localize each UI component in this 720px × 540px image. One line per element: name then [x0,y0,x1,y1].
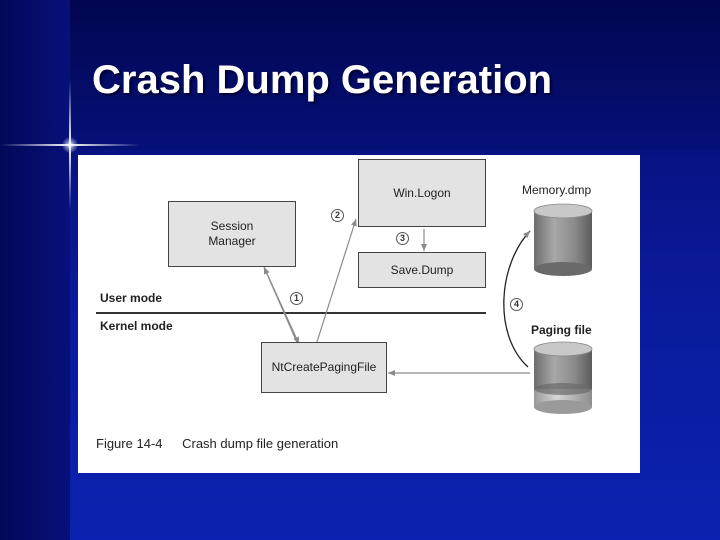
ntcreatepagingfile-label: NtCreatePagingFile [271,360,377,374]
arrow-ntcreate-to-winlogon [315,218,357,346]
paging-file-label: Paging file [531,323,592,337]
arrow-pagingfile-to-memorydmp [503,230,531,368]
step-2-marker: 2 [331,209,344,222]
background-side-band [0,0,70,540]
kernel-mode-label: Kernel mode [100,319,173,333]
ntcreatepagingfile-box: NtCreatePagingFile [261,342,387,393]
figure-caption: Figure 14-4 Crash dump file generation [96,436,338,451]
arrow-session-manager-to-ntcreate [263,266,300,345]
memory-dmp-label: Memory.dmp [522,183,592,197]
background-top-band [0,0,720,150]
diagram-connectors [96,203,593,414]
figure-caption-text: Crash dump file generation [182,436,339,451]
diagram-panel: Session Manager Win.Logon Save.Dump NtCr… [78,155,640,473]
winlogon-box: Win.Logon [358,159,486,227]
session-manager-label: Session Manager [208,219,256,248]
session-manager-box: Session Manager [168,201,296,267]
step-4-marker: 4 [510,298,523,311]
step-1-marker: 1 [290,292,303,305]
slide-title: Crash Dump Generation [92,58,553,102]
user-mode-label: User mode [100,291,163,305]
memory-dmp-disk-icon [533,203,593,276]
figure-number: Figure 14-4 [96,436,163,451]
savedump-label: Save.Dump [390,262,454,277]
savedump-box: Save.Dump [358,252,486,288]
step-3-marker: 3 [396,232,409,245]
paging-file-disk-icon [533,341,593,414]
star-sparkle-glow [62,137,78,153]
winlogon-label: Win.Logon [393,185,451,200]
